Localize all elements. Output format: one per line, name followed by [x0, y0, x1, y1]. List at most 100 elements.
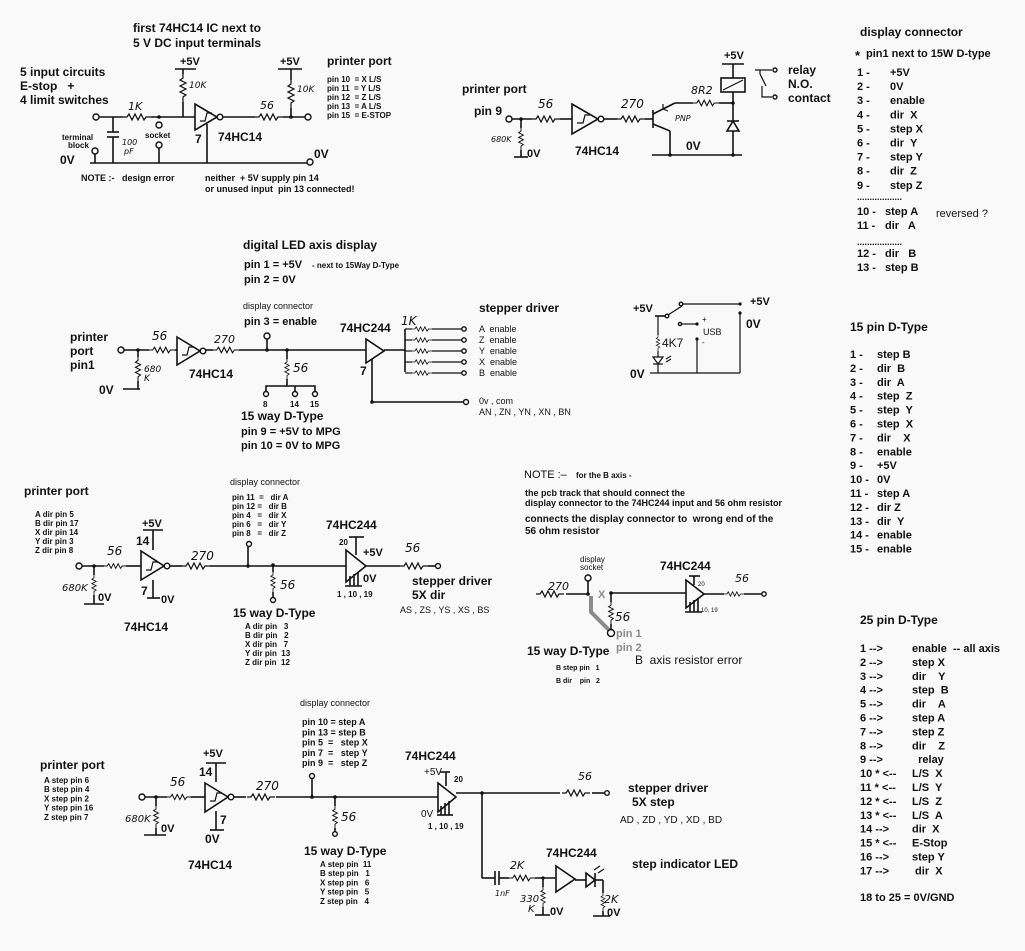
ic2-pin: 7: [360, 364, 367, 378]
pin-function: 0V: [877, 474, 891, 486]
pin-number: 13 -: [850, 516, 869, 528]
pin-function: enable -- all axis: [912, 643, 1000, 655]
r-out: 1K: [401, 314, 418, 328]
title: first 74HC14 IC next to: [133, 21, 261, 35]
ground: 0V: [686, 139, 701, 153]
pin-function: E-Stop: [912, 838, 948, 850]
pin-number: 6 -: [857, 138, 870, 150]
supply-in: +5V: [633, 303, 654, 315]
separator: ..................: [857, 237, 902, 247]
buffer-symbol: [345, 548, 368, 584]
ground-local: 0V: [98, 592, 112, 604]
dtype-title: 15 way D-Type: [527, 644, 610, 658]
pin-function: step X: [890, 123, 924, 135]
enable-output-label: B enable: [479, 368, 517, 378]
table-subtitle: pin1 next to 15W D-type: [866, 48, 991, 60]
display-connector-terminal: [245, 540, 253, 548]
output-terminal: [461, 370, 467, 376]
inverter-symbol: [204, 781, 230, 814]
pin-number: 3 -: [857, 95, 870, 107]
design-error-note: NOTE :- design error: [81, 173, 175, 183]
pin-number: 13 -: [857, 262, 876, 274]
usb-minus: -: [702, 338, 705, 347]
desc-1: 5 input circuits: [20, 65, 106, 79]
pin-number: 6 -: [850, 419, 863, 431]
pin3: pin 3 = enable: [244, 316, 317, 328]
pin-item: pin 10 = X L/S: [327, 75, 382, 84]
table-title: 15 pin D-Type: [850, 320, 928, 334]
pin7: 7: [141, 584, 148, 598]
dtype-title: 15 way D-Type: [233, 606, 316, 620]
r-shunt: 56: [280, 578, 296, 592]
r-pulldown-2: K: [144, 374, 151, 384]
stepper-driver-label-2: 5X dir: [412, 588, 446, 602]
printer-label: printer: [70, 330, 108, 344]
note-line: the pcb track that should connect the: [525, 488, 685, 498]
pin-number: 10 * <--: [860, 768, 897, 780]
printer-port-pins: pin 10 = X L/S pin 11 = Y L/S pin 12 = Z…: [327, 75, 392, 120]
pin-number: 12 -: [857, 248, 876, 260]
desc-2: E-stop +: [20, 79, 74, 93]
supply: +5V: [203, 748, 224, 760]
r-pullup1: 10K: [189, 81, 207, 91]
r-input-label: 1K: [128, 100, 143, 113]
display-connector-terminal: [263, 332, 271, 340]
printer-pin: A dir pin 5: [35, 510, 74, 519]
ic2-pins: 1 , 10 , 19: [337, 590, 373, 599]
dtype-pin10: pin 10 = 0V to MPG: [241, 440, 340, 452]
pin-function: step Y: [877, 405, 914, 417]
printer-pin: B step pin 4: [44, 785, 90, 794]
pin-function: dir X: [912, 824, 940, 836]
dtype15-table: 15 pin D-Type 1 -step B2 -dir B3 -dir A4…: [850, 320, 928, 556]
pin-number: 11 * <--: [860, 782, 896, 794]
printer-pin: B dir pin 17: [35, 519, 79, 528]
display-connector-label: display connector: [300, 698, 370, 708]
pin-number: 4 -->: [860, 685, 883, 697]
dtype-pin: Y dir pin 13: [245, 649, 291, 658]
dtype-pin: Y step pin 5: [320, 888, 370, 897]
pin-function: dir A: [877, 377, 905, 389]
ic2-pin20: 20: [339, 538, 348, 547]
common-label-2: AN , ZN , YN , XN , BN: [479, 407, 571, 417]
pin-function: step Z: [890, 180, 923, 192]
pin-number: 1 -->: [860, 643, 883, 655]
printer-port-label: printer port: [327, 54, 392, 68]
r-pulldown2-2: K: [528, 904, 536, 915]
dtype-pin: B dir pin 2: [245, 631, 289, 640]
r-in: 56: [170, 775, 186, 789]
enable-circuit: digital LED axis display pin 1 = +5V - n…: [70, 238, 571, 452]
printer-port-terminal: [304, 113, 312, 121]
common-label: 0v , com: [479, 396, 513, 406]
printer-pin: X step pin 2: [44, 794, 89, 803]
pin-function: step X: [912, 657, 946, 669]
relay-label: relay: [788, 63, 816, 77]
r-mid: 270: [191, 549, 214, 563]
inverter-symbol: [194, 102, 219, 132]
dtype-title: 15 way D-Type: [241, 409, 324, 423]
supply-1: +5V: [180, 56, 201, 68]
pin-label: pin 9: [474, 104, 502, 118]
dtype-pin: X step pin 6: [320, 878, 370, 887]
pin-function: step B: [912, 685, 949, 697]
display-pin: pin 11 = dir A: [232, 493, 289, 502]
pin-function: L/S X: [912, 768, 943, 780]
display-socket-terminal: [584, 574, 592, 582]
dtype-pin: A step pin 11: [320, 860, 372, 869]
terminal-block-label-2: block: [68, 141, 89, 150]
display-connector-terminal: [308, 772, 316, 780]
pin-function: dir X: [912, 865, 943, 877]
pin-function: step Y: [912, 852, 945, 864]
dtype-pin: 14: [290, 400, 299, 409]
pin-function: +5V: [890, 67, 911, 79]
table-title: 25 pin D-Type: [860, 613, 938, 627]
display-connector-label: display connector: [230, 477, 300, 487]
r-mid: 270: [214, 333, 235, 346]
relay-label-2: N.O.: [788, 77, 813, 91]
socket-label: socket: [145, 131, 171, 140]
input-terminal: [92, 113, 100, 121]
pin-item: pin 15 = E-STOP: [327, 111, 392, 120]
pin-function: dir A: [912, 699, 946, 711]
ground-local: 0V: [527, 148, 541, 160]
output-terminal: [461, 326, 467, 332]
pin-number: 9 -: [857, 180, 870, 192]
